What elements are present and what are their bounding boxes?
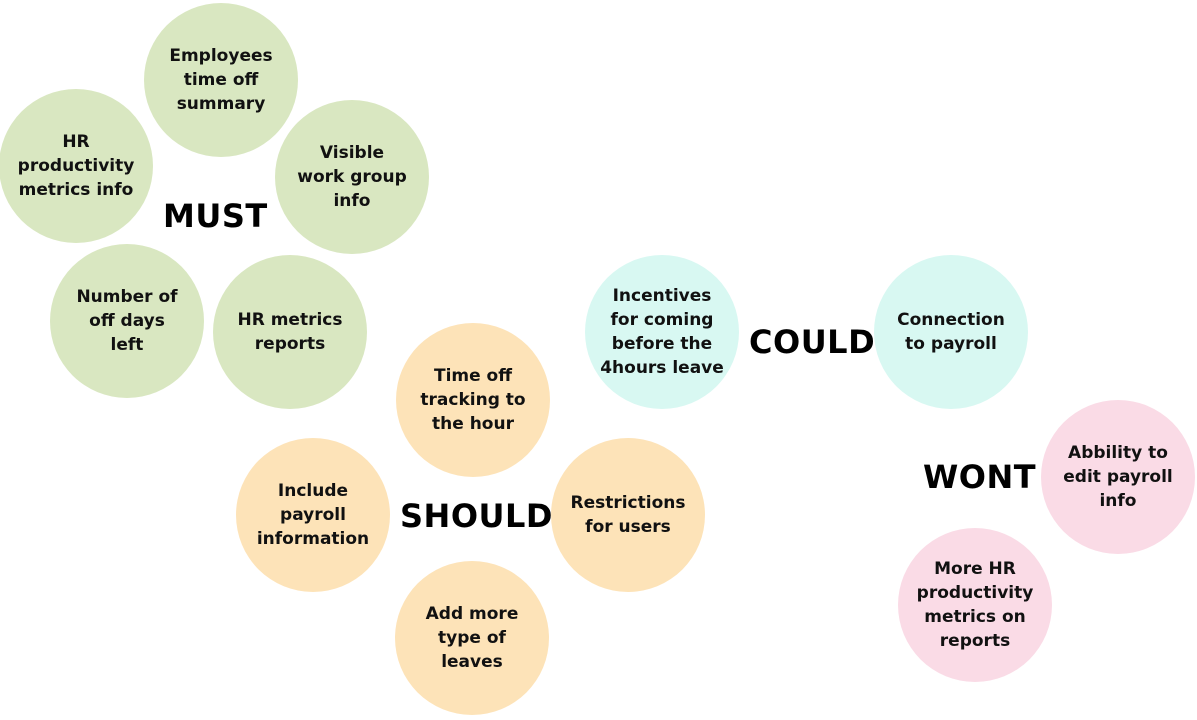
could-bubble-incentives-for-coming-before-4hours-leave: Incentives for coming before the 4hours … [585,255,739,409]
could-label: COULD [749,323,876,361]
must-bubble-number-of-off-days-left: Number of off days left [50,244,204,398]
should-bubble-restrictions-for-users: Restrictions for users [551,438,705,592]
could-bubble-connection-to-payroll: Connection to payroll [874,255,1028,409]
wont-label: WONT [923,458,1037,496]
should-bubble-include-payroll-information: Include payroll information [236,438,390,592]
should-bubble-add-more-type-of-leaves: Add more type of leaves [395,561,549,715]
should-bubble-time-off-tracking-to-the-hour: Time off tracking to the hour [396,323,550,477]
wont-bubble-more-hr-productivity-metrics-on-reports: More HR productivity metrics on reports [898,528,1052,682]
must-bubble-employees-time-off-summary: Employees time off summary [144,3,298,157]
must-bubble-visible-work-group-info: Visible work group info [275,100,429,254]
should-label: SHOULD [400,497,553,535]
must-bubble-hr-productivity-metrics-info: HR productivity metrics info [0,89,153,243]
must-bubble-hr-metrics-reports: HR metrics reports [213,255,367,409]
must-label: MUST [163,197,268,235]
wont-bubble-ability-to-edit-payroll-info: Abbility to edit payroll info [1041,400,1195,554]
